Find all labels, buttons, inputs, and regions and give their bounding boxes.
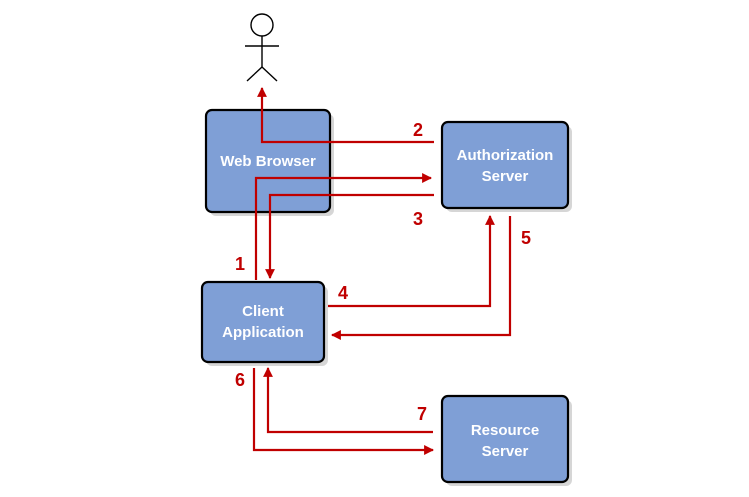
user-stick-figure-icon [245, 13, 279, 82]
flow-step-1-arrow [254, 173, 432, 280]
resource-server-node: Resource Server [440, 394, 572, 486]
authorization-server-label-line1: Authorization [457, 147, 554, 164]
client-application-label-line1: Client [242, 303, 284, 320]
client-application-node: Client Application [200, 280, 328, 366]
authorization-server-label-line2: Server [482, 168, 529, 185]
flow-step-5-arrow [331, 216, 512, 340]
resource-server-label-line1: Resource [471, 422, 539, 439]
flow-step-4-arrow [328, 215, 495, 308]
step-7-label: 7 [417, 404, 427, 424]
step-5-label: 5 [521, 228, 531, 248]
flow-step-7-arrow [263, 367, 433, 434]
step-4-label: 4 [338, 283, 348, 303]
step-2-label: 2 [413, 120, 423, 140]
step-1-label: 1 [235, 254, 245, 274]
flow-step-6-arrow [252, 368, 434, 455]
web-browser-node: Web Browser [204, 108, 334, 216]
flow-step-2-arrow [257, 87, 434, 144]
web-browser-label: Web Browser [220, 153, 316, 170]
resource-server-label-line2: Server [482, 443, 529, 460]
client-application-label-line2: Application [222, 324, 304, 341]
authorization-server-node: Authorization Server [440, 120, 572, 212]
step-6-label: 6 [235, 370, 245, 390]
step-3-label: 3 [413, 209, 423, 229]
flow-step-3-arrow [265, 193, 434, 279]
